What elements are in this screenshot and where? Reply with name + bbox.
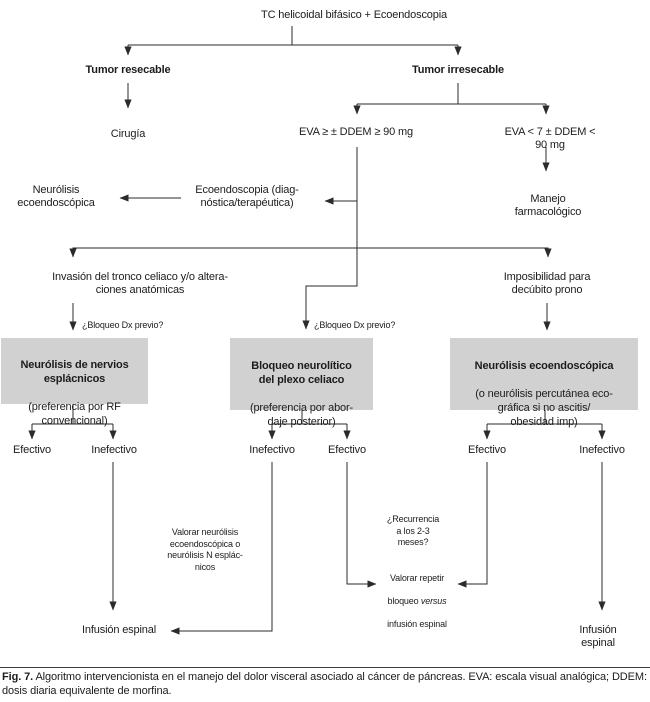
note-valorar-neurolisis: Valorar neurólisis ecoendoscópica o neur… — [167, 527, 243, 572]
box-subtitle: (preferencia por abor- daje posterior) — [249, 402, 354, 428]
note-line: infusión espinal — [387, 618, 447, 629]
note-line: Valorar repetir — [389, 572, 445, 583]
node-ecoendoscopia-diagnostica: Ecoendoscopia (diag- nóstica/terapéutica… — [195, 184, 299, 209]
node-tumor-resecable: Tumor resecable — [85, 64, 171, 76]
connector-right-efectivo-to-valorar — [457, 462, 488, 588]
connector-eva-high-to-plexo — [302, 147, 358, 330]
flowchart-connectors — [28, 26, 606, 635]
node-tumor-irresecable: Tumor irresecable — [411, 64, 505, 76]
note-recurrencia: ¿Recurrencia a los 2-3 meses? — [386, 514, 440, 547]
outcome-efectivo-2: Efectivo — [328, 444, 366, 456]
box-subtitle: (o neurólisis percutánea eco- gráfica si… — [475, 388, 613, 428]
node-cirugia: Cirugía — [110, 128, 146, 140]
outcome-efectivo-1: Efectivo — [13, 444, 51, 456]
connector-to-invasion — [69, 247, 357, 258]
label-bloqueo-dx-previo-left: ¿Bloqueo Dx previo? — [82, 320, 164, 330]
note-valorar-repetir: Valorar repetir bloqueo versus infusión … — [387, 561, 447, 630]
outcome-inefectivo-1: Inefectivo — [91, 444, 137, 456]
label-bloqueo-dx-previo-mid: ¿Bloqueo Dx previo? — [314, 320, 396, 330]
box-neurolisis-ecoendoscopica: Neurólisis ecoendoscópica (o neurólisis … — [450, 338, 638, 428]
box-title: Bloqueo neurolítico del plexo celiaco — [251, 360, 352, 386]
outcome-inefectivo-2: Inefectivo — [249, 444, 295, 456]
node-invasion-tronco-celiaco: Invasión del tronco celiaco y/o altera- … — [52, 271, 228, 296]
connector-to-imposibilidad — [357, 247, 552, 258]
connector-mid-efectivo-to-valorar — [346, 462, 377, 588]
node-root: TC helicoidal bifásico + Ecoendoscopia — [261, 9, 447, 21]
figure-caption-label: Fig. 7. — [2, 671, 34, 683]
outcome-inefectivo-3: Inefectivo — [579, 444, 625, 456]
note-line: bloqueo — [387, 595, 421, 606]
node-infusion-espinal-right: Infusión espinal — [579, 624, 617, 649]
note-versus-italic: versus — [420, 595, 447, 606]
figure-caption: Fig. 7. Algoritmo intervencionista en el… — [2, 671, 648, 698]
connector-mid-inefectivo-to-infusion — [170, 462, 273, 635]
node-imposibilidad-decubito: Imposibilidad para decúbito prono — [503, 271, 591, 296]
outcome-efectivo-3: Efectivo — [468, 444, 506, 456]
node-manejo-farmacologico: Manejo farmacológico — [514, 193, 582, 218]
caption-divider — [0, 667, 650, 668]
node-eva-low: EVA < 7 ± DDEM < 90 mg — [504, 126, 596, 151]
node-eva-high: EVA ≥ ± DDEM ≥ 90 mg — [299, 126, 413, 138]
box-title: Neurólisis de nervios esplácnicos — [20, 359, 129, 385]
box-title: Neurólisis ecoendoscópica — [474, 360, 614, 372]
box-bloqueo-plexo-celiaco: Bloqueo neurolítico del plexo celiaco (p… — [230, 338, 373, 428]
node-neurolisis-ecoendoscopica: Neurólisis ecoendoscópica — [17, 184, 95, 209]
figure-caption-text: Algoritmo intervencionista en el manejo … — [2, 671, 647, 697]
box-neurolisis-esplacnicos: Neurólisis de nervios esplácnicos (prefe… — [1, 338, 148, 427]
box-subtitle: (preferencia por RF convencional) — [28, 401, 121, 427]
node-infusion-espinal-left: Infusión espinal — [81, 624, 157, 636]
